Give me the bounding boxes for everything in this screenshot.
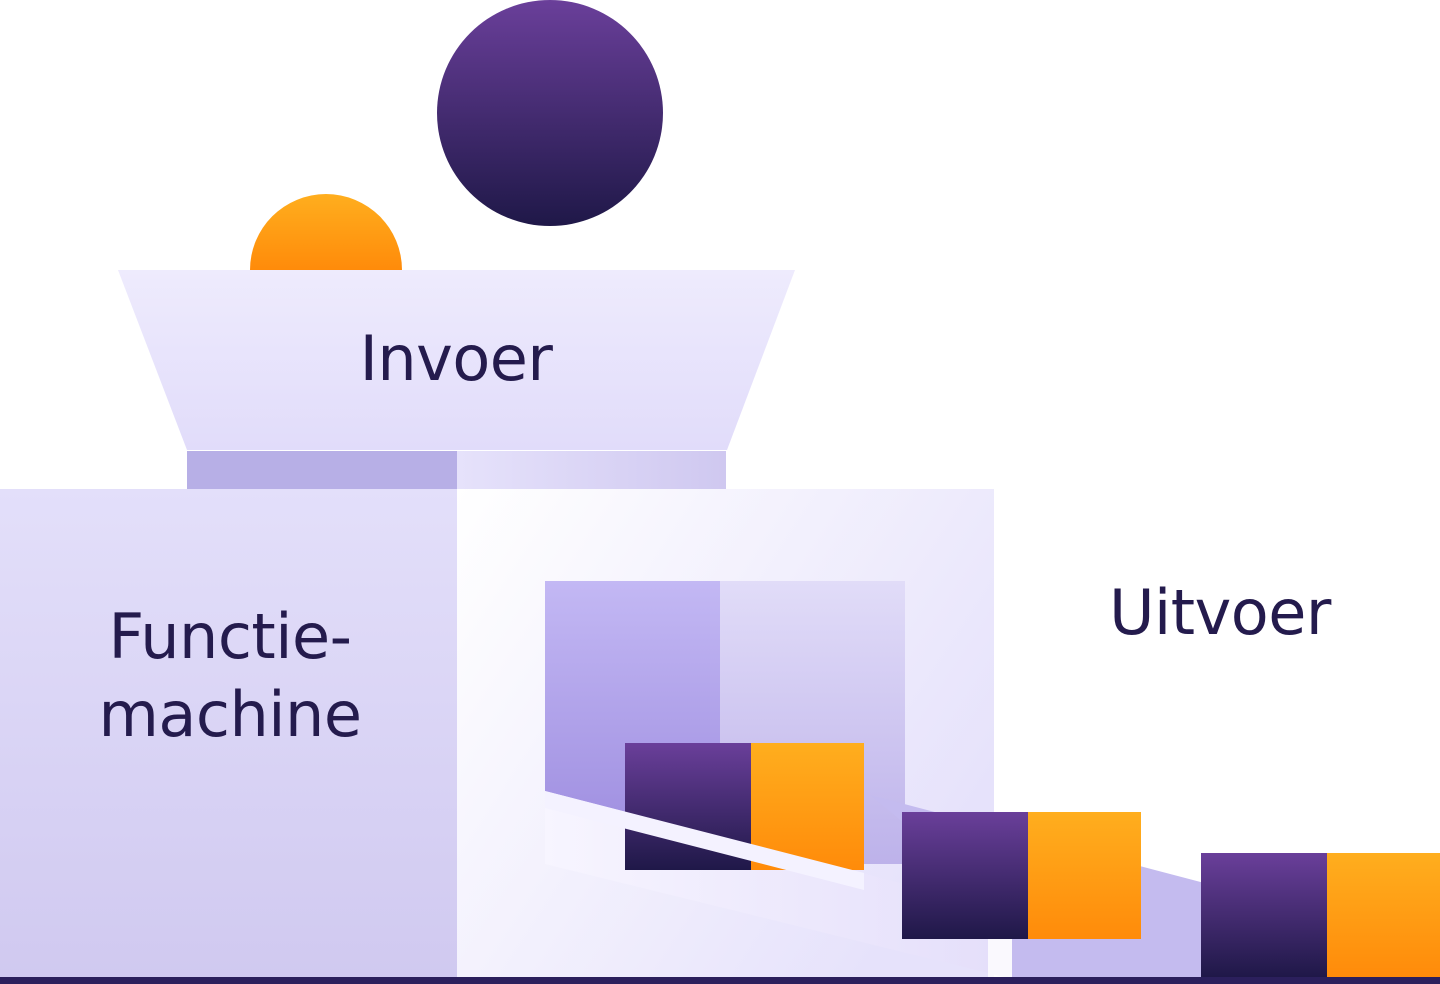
- hopper-neck-left: [187, 451, 457, 489]
- input-big-purple-circle: [437, 0, 663, 226]
- machine-label-line-1: Functie-: [108, 600, 352, 673]
- output-block-3: [1201, 853, 1440, 977]
- output-block-2: [902, 812, 1141, 939]
- ground-line: [0, 977, 1440, 984]
- input-hopper: [118, 270, 795, 450]
- input-label: Invoer: [359, 322, 553, 395]
- hopper-neck-right: [457, 451, 726, 489]
- input-small-orange-semicircle: [250, 194, 402, 270]
- machine-label: Functie- machine: [60, 598, 400, 754]
- machine-front-panel: [0, 489, 457, 979]
- machine-label-line-2: machine: [98, 678, 362, 751]
- output-label: Uitvoer: [1109, 576, 1331, 649]
- conveyor-ramp-edge: [545, 791, 864, 890]
